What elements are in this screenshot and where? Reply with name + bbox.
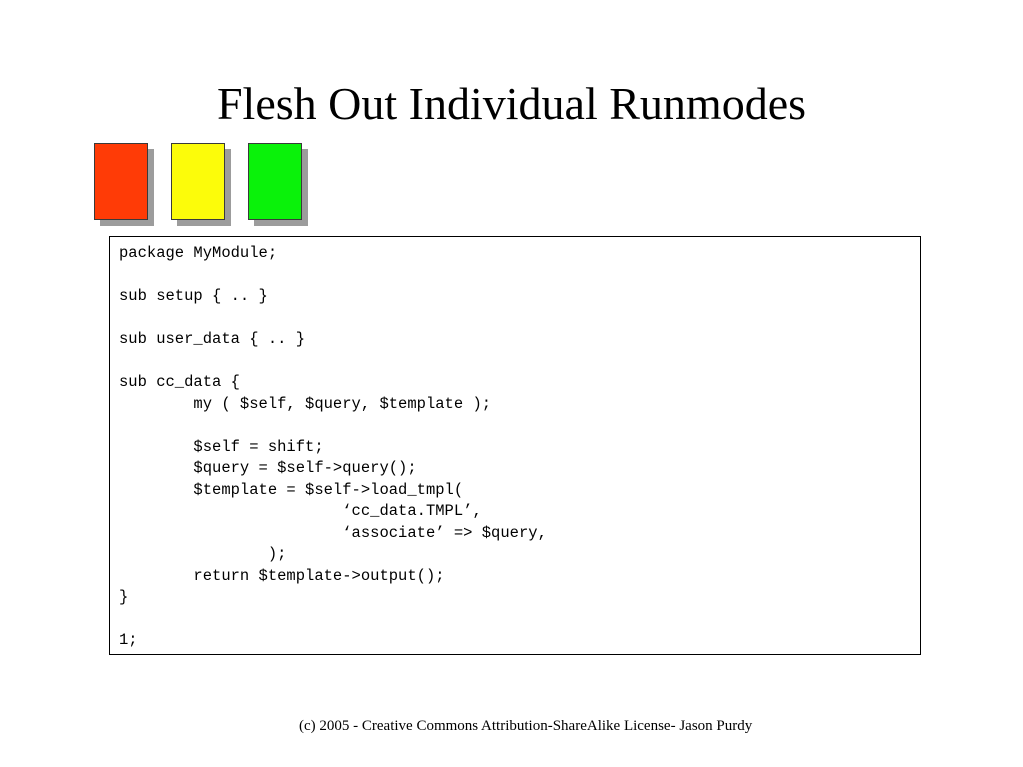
code-line: package MyModule; xyxy=(119,244,278,262)
yellow-status-block xyxy=(171,143,231,226)
code-line: 1; xyxy=(119,631,138,649)
code-line: ); xyxy=(119,545,287,563)
code-line: sub setup { .. } xyxy=(119,287,268,305)
red-status-block xyxy=(94,143,154,226)
code-line: $query = $self->query(); xyxy=(119,459,417,477)
code-line: sub user_data { .. } xyxy=(119,330,306,348)
green-block xyxy=(248,143,302,220)
slide-footer: (c) 2005 - Creative Commons Attribution-… xyxy=(299,718,753,734)
code-line: $template = $self->load_tmpl( xyxy=(119,481,464,499)
code-line: my ( $self, $query, $template ); xyxy=(119,395,492,413)
code-listing: package MyModule; sub setup { .. } sub u… xyxy=(109,236,921,655)
slide-title: Flesh Out Individual Runmodes xyxy=(216,78,807,129)
code-line: sub cc_data { xyxy=(119,373,240,391)
code-line: ‘cc_data.TMPL’, xyxy=(119,502,482,520)
red-block xyxy=(94,143,148,220)
code-line: $self = shift; xyxy=(119,438,324,456)
code-line: return $template->output(); xyxy=(119,567,445,585)
code-line: ‘associate’ => $query, xyxy=(119,524,547,542)
yellow-block xyxy=(171,143,225,220)
green-status-block xyxy=(248,143,308,226)
code-line: } xyxy=(119,588,129,606)
